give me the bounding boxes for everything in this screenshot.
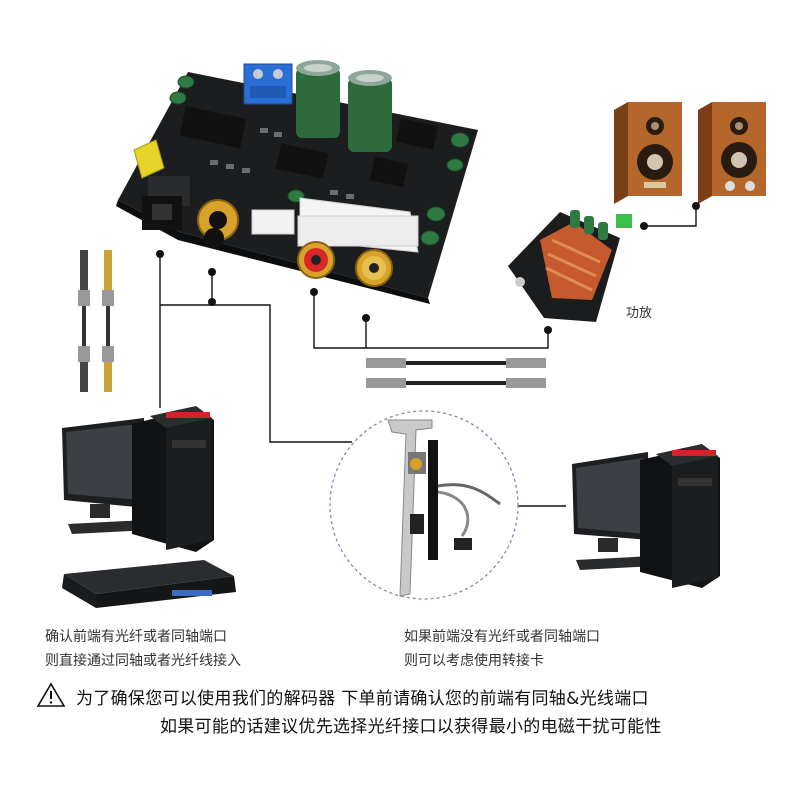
right-caption-line-1: 如果前端没有光纤或者同轴端口 (404, 629, 600, 645)
amplifier-board (508, 210, 632, 322)
left-caption-line-2: 则直接通过同轴或者光纤线接入 (45, 653, 241, 669)
warning-line-1: 为了确保您可以使用我们的解码器 下单前请确认您的前端有同轴&光线端口 (76, 689, 649, 709)
rca-output-block (297, 197, 419, 253)
right-caption-line-2: 则可以考虑使用转接卡 (404, 653, 544, 669)
left-caption-line-1: 确认前端有光纤或者同轴端口 (45, 629, 227, 645)
rca-red-jack (297, 241, 335, 279)
decoder-board (116, 60, 478, 304)
power-terminal (243, 63, 293, 105)
right-computer (572, 444, 720, 588)
rca-cable-image (366, 358, 546, 388)
connection-lines (159, 204, 697, 507)
coaxial-input-jack (197, 199, 239, 248)
speakers (614, 102, 766, 204)
electrolytic-capacitors (296, 60, 392, 152)
amplifier-label: 功放 (626, 306, 653, 321)
adapter-card-callout (329, 410, 519, 600)
optical-jack (133, 139, 190, 230)
left-computer (62, 406, 214, 552)
optical-cable-image (78, 250, 90, 392)
coaxial-cable-image (102, 250, 114, 392)
rca-white-jack (355, 249, 393, 287)
warning-line-2: 如果可能的话建议优先选择光纤接口以获得最小的电磁干扰可能性 (160, 717, 662, 737)
dvd-player (62, 560, 236, 608)
warning-icon (36, 682, 66, 707)
